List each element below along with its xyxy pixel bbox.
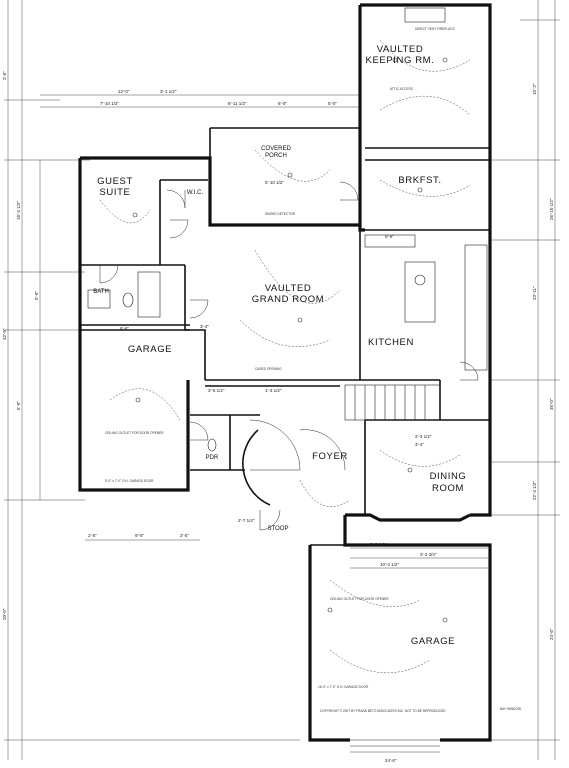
dim-porch-w2: 6'-0" [278,101,287,106]
bathtub [137,271,161,318]
dim-side-left-1: 2'-6" [2,71,7,80]
dim-side-left-4: 5'-0" [16,401,21,410]
label-foyer: FOYER [312,451,348,462]
interior-walls [80,147,490,515]
top-dimensions: 12'-0" 7'-10 1/2" 3'-1 1/2" 8'-11 1/2" 6… [100,89,337,106]
label-kitchen: KITCHEN [368,337,414,348]
note-ceiling-right: CEILING OUTLET FOR DOOR OPENER [330,597,389,601]
label-garage-left: GARAGE [128,344,172,355]
dim-stair: 1'-3 1/2" [265,388,282,393]
label-vaulted-grand-1: VAULTED [265,283,312,294]
right-dimension-lines: 15'-2" 26'-10 1/2" 23'-11" 35'-0" 22'-4 … [490,0,560,760]
kitchen-counter [464,244,488,371]
note-copyright: COPYRIGHT © 2007 BY FRANK BETZ ASSOCIATE… [320,709,446,713]
label-garage-right: GARAGE [411,636,455,647]
dim-dining-e: 3'-3 3/4" [420,552,437,557]
dim-grand-d: 3'-4" [200,324,209,329]
dim-dining-a: 3'-3 1/2" [370,542,387,547]
dim-side-left-5: 20'-0" [2,608,7,620]
note-smoke: SMOKE DETECTOR [265,212,296,216]
label-bath: BATH [93,289,109,295]
dim-side-left-2: 18'-4 1/2" [16,201,21,220]
dim-bottom: 24'-6" [385,758,397,763]
label-wic: W.I.C. [187,190,204,196]
label-dining-2: ROOM [432,483,464,494]
dim-side-right-2: 26'-10 1/2" [549,198,554,220]
wiring [99,39,471,674]
toilet [122,292,134,308]
note-bay-window: BAY WINDOW [500,707,521,711]
kitchen-upper-counter [364,234,416,248]
label-covered-porch-2: PORCH [265,153,287,159]
dim-porch-w: 8'-11 1/2" [228,101,247,106]
dim-side-right-1: 15'-2" [532,83,537,95]
note-garage-door-left: 9'-0" x 7'-0" O.H. GARAGE DOOR [105,479,154,483]
dim-side-right-5: 22'-4 1/2" [532,481,537,500]
dim-side-left-3: 42'-5" [2,328,7,340]
dim-garage-l2: 2'-5" [88,533,97,538]
left-dimension-lines: 2'-6" 18'-4 1/2" 42'-5" 5'-0" 20'-0" 5'-… [2,0,360,760]
label-guest-suite-1: GUEST [97,176,133,187]
notes: COPYRIGHT © 2007 BY FRANK BETZ ASSOCIATE… [105,27,521,713]
label-pdr: PDR [206,455,219,461]
dim-porch-w3: 5'-0" [328,101,337,106]
dim-top-left-2: 7'-10 1/2" [100,101,119,106]
dim-top-left-3: 3'-1 1/2" [160,89,177,94]
note-ceiling-left: CEILING OUTLET FOR DOOR OPENER [105,431,164,435]
dim-dining-d: 2'-3 1/2" [415,434,432,439]
electrical-symbols [132,57,448,623]
bath-fixtures [87,271,217,452]
label-vaulted-keeping-2: KEEPING RM. [366,55,435,66]
note-garage-door-right: 16'-0" x 7'-0" O.H. GARAGE DOOR [318,685,369,689]
dim-stoop-a: 2'-7 1/4" [238,518,255,523]
dim-side-left-6: 5'-0" [34,291,39,300]
dim-porch-d: 5'-10 1/2" [265,180,284,185]
note-cased-opening: CASED OPENING [255,367,282,371]
room-labels: VAULTED KEEPING RM. COVERED PORCH BRKFST… [93,44,466,647]
stair-treads [354,385,426,420]
label-brkfst: BRKFST. [398,175,441,186]
dim-bath-h: 8'-6" [120,326,129,331]
kitchen-fixtures [364,234,488,371]
interior-dimensions: 3'-3 1/2" 3'-3 3/4" 10'-4 1/2" 2'-3 1/2"… [85,180,488,763]
label-vaulted-grand-2: GRAND ROOM [252,294,325,305]
label-dining-1: DINING [430,471,467,482]
dim-foyer-a: 3'-5 1/2" [208,388,225,393]
door-swings [99,181,479,531]
label-covered-porch-1: COVERED [261,146,291,152]
label-vaulted-keeping-1: VAULTED [377,44,424,55]
label-guest-suite-2: SUITE [100,187,131,198]
note-attic: ATTIC ACCESS [390,87,413,91]
fireplace [404,7,446,23]
dim-top-left: 12'-0" [118,89,130,94]
dim-dining-b: 3'-4" [415,442,424,447]
dim-kitchen-d: 6'-6" [385,234,394,239]
dim-dining-c: 10'-4 1/2" [380,562,399,567]
dim-stoop-b: 2'-5" [180,533,189,538]
dim-garage-door: 9'-0" [135,533,144,538]
dim-side-right-6: 24'-6" [549,628,554,640]
foyer-curve [242,419,346,506]
note-fireplace: DIRECT VENT FIREPLACE [415,27,455,31]
dim-side-right-4: 35'-0" [549,398,554,410]
pdr-toilet [207,438,217,452]
exterior-walls [78,3,492,753]
label-stoop: STOOP [268,526,289,532]
vanity [87,289,111,309]
dim-side-right-3: 23'-11" [532,286,537,300]
kitchen-island [404,261,436,323]
